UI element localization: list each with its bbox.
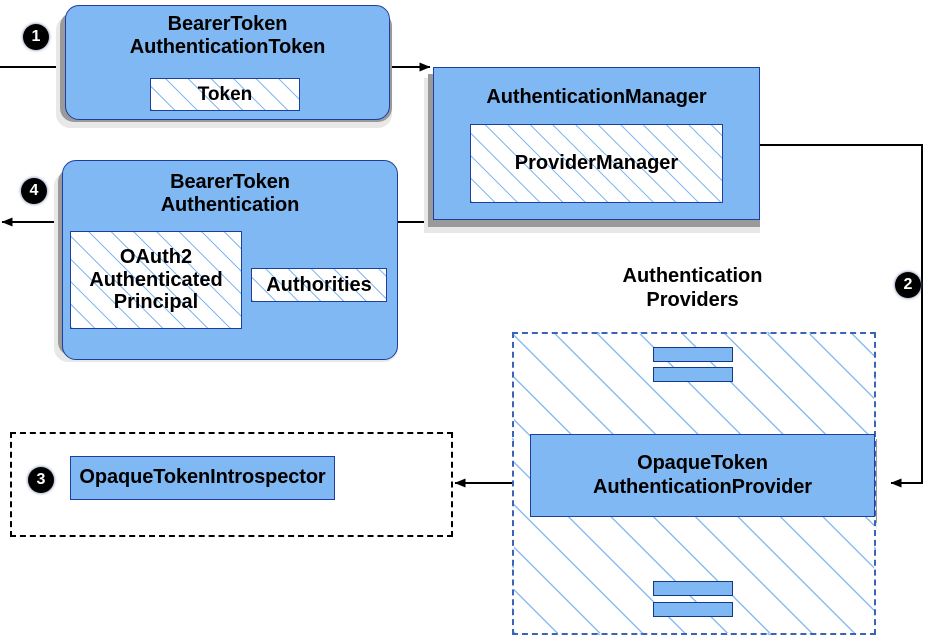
provider-plate-upper-2: [653, 367, 733, 382]
authorities-inner-box[interactable]: Authorities: [251, 268, 387, 302]
bearer-token-authentication-title: BearerToken Authentication: [160, 171, 300, 217]
provider-plate-upper-1: [653, 347, 733, 362]
authentication-manager-title: AuthenticationManager: [486, 86, 707, 108]
step-badge-4: 4: [21, 178, 47, 204]
oauth2-authenticated-principal-inner-box[interactable]: OAuth2 Authenticated Principal: [70, 231, 242, 329]
provider-plate-lower-2: [653, 602, 733, 617]
opaque-token-authentication-provider[interactable]: OpaqueToken AuthenticationProvider: [530, 434, 875, 517]
provider-plate-lower-1: [653, 581, 733, 596]
step-badge-1: 1: [23, 24, 49, 50]
opaque-token-introspector-title: OpaqueTokenIntrospector: [79, 466, 326, 489]
step-badge-2: 2: [895, 272, 921, 298]
opaque-token-introspector[interactable]: OpaqueTokenIntrospector: [70, 456, 335, 500]
authentication-providers-caption: Authentication Providers: [622, 265, 763, 311]
opaque-token-authentication-provider-title: OpaqueToken AuthenticationProvider: [593, 452, 812, 498]
provider-manager-inner-box[interactable]: ProviderManager: [470, 124, 723, 203]
step-badge-3: 3: [28, 467, 54, 493]
bearer-token-authentication-token-title: BearerToken AuthenticationToken: [129, 13, 326, 59]
token-inner-box[interactable]: Token: [150, 78, 300, 111]
